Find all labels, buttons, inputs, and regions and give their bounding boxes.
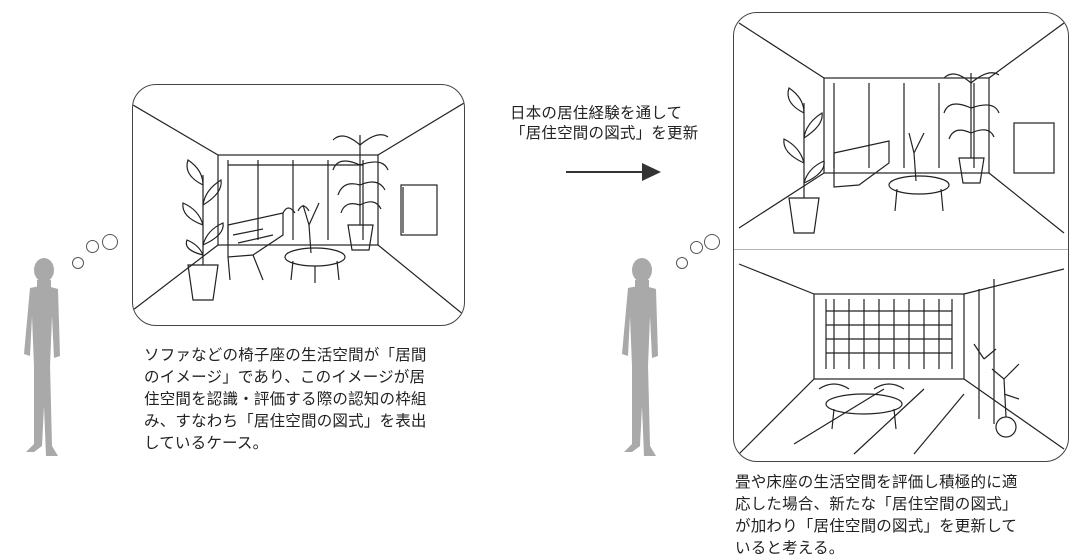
japanese-tatami-room-sketch [734,249,1068,455]
thought-dot-medium [86,240,99,253]
thought-dot-large [102,234,118,250]
left-caption: ソファなどの椅子座の生活空間が「居間 のイメージ」であり、このイメージが居 住空… [144,344,484,454]
right-person-silhouette [622,258,658,456]
thought-dot-small [676,257,688,269]
arrow-label: 日本の居住経験を通して 「居住空間の図式」を更新 [510,103,698,143]
update-arrow [566,163,661,181]
left-caption-line-1: ソファなどの椅子座の生活空間が「居間 [144,346,427,364]
western-living-room-sketch [133,102,464,316]
arrow-label-line-1: 日本の居住経験を通して [510,104,683,122]
right-caption-line-1: 畳や床座の生活空間を評価し積極的に適 [735,473,1018,491]
left-caption-line-4: み、すなわち「居住空間の図式」を表出 [144,412,427,430]
western-living-room-sketch-updated [738,22,1065,234]
arrow-label-line-2: 「居住空間の図式」を更新 [510,124,699,142]
thought-dot-small [72,257,84,269]
left-caption-line-2: のイメージ」であり、このイメージが居 [144,368,426,386]
thought-dot-large [704,234,720,250]
right-caption-line-2: 応した場合、新たな「居住空間の図式」 [735,495,1018,513]
thought-dot-medium [690,241,703,254]
right-caption-line-3: が加わり「居住空間の図式」を更新して [735,517,1018,535]
right-thought-bubble [733,12,1069,462]
left-caption-line-5: しているケース。 [144,434,269,452]
left-thought-bubble [132,84,465,326]
left-caption-line-3: 住空間を認識・評価する際の認知の枠組 [144,390,427,408]
left-person-silhouette [24,258,60,456]
right-caption: 畳や床座の生活空間を評価し積極的に適 応した場合、新たな「居住空間の図式」 が加… [735,471,1075,559]
right-caption-line-4: いると考える。 [735,539,845,557]
